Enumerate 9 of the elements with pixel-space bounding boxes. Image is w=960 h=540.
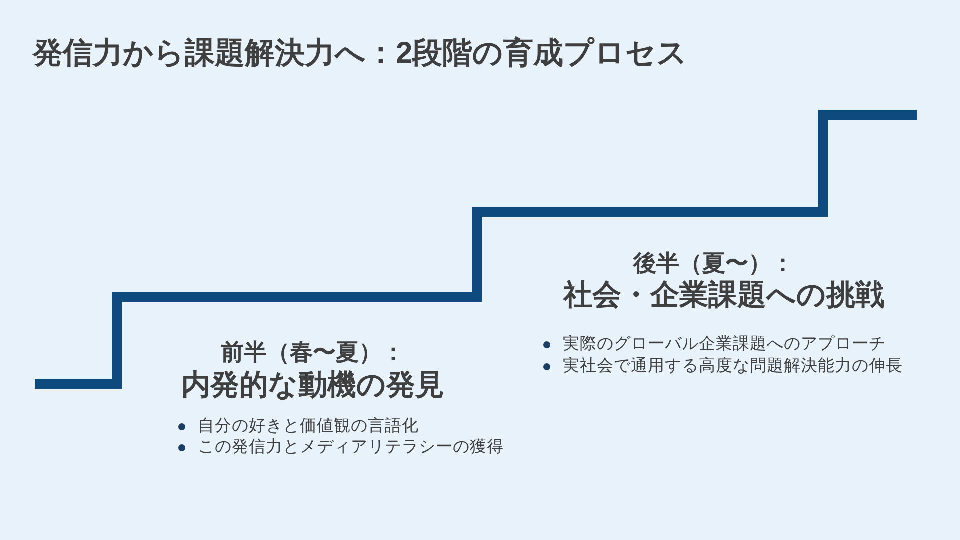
phase-label: 前半（春〜夏）： — [221, 339, 405, 367]
bullet-point-text: 実際のグローバル企業課題へのアプローチ — [563, 335, 886, 355]
phase-heading: 内発的な動機の発見 — [182, 368, 444, 404]
phase-label: 後半（夏〜）： — [634, 250, 794, 278]
phase-heading: 社会・企業課題への挑戦 — [564, 278, 884, 314]
bullet-point-text: この発信力とメディアリテラシーの獲得 — [198, 438, 504, 458]
bullet-point-text: 実社会で通用する高度な問題解決能力の伸長 — [563, 357, 903, 377]
bullet-point-text: 自分の好きと価値観の言語化 — [198, 417, 419, 437]
title: 発信力から課題解決力へ：2段階の育成プロセス — [33, 36, 688, 72]
